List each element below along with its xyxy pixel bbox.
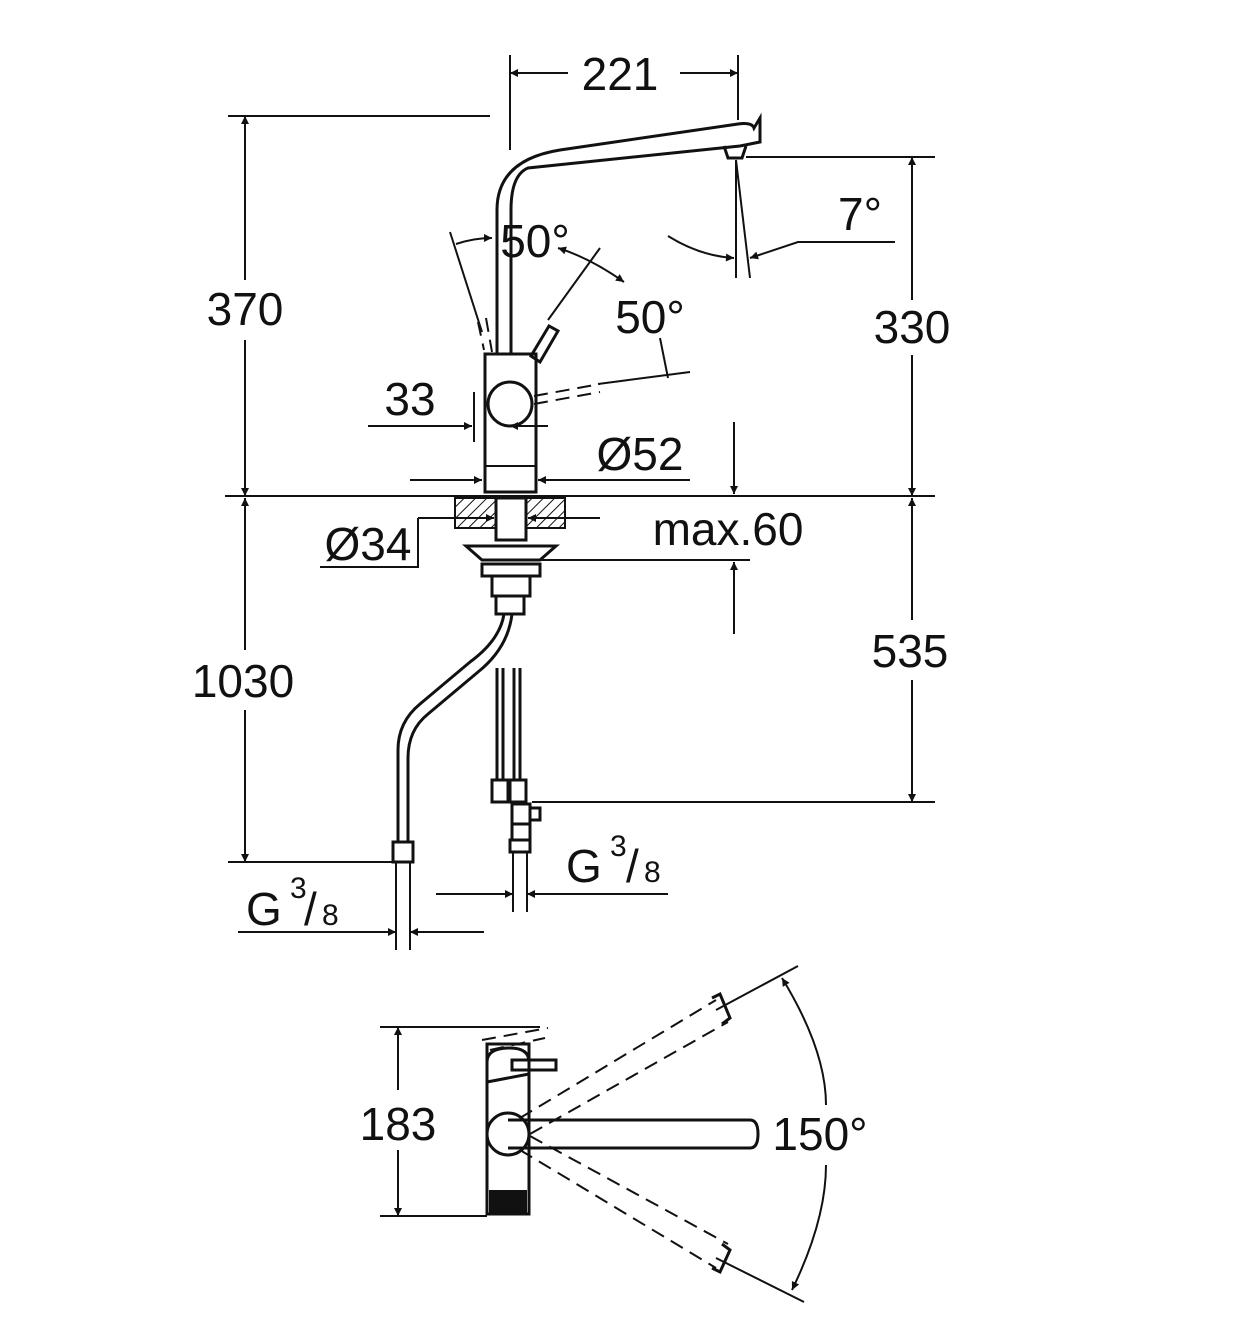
plan-spout-alt-upper xyxy=(519,999,729,1135)
dim-thread-left: G 3 / 8 xyxy=(238,872,484,936)
dim-thread-right: G 3 / 8 xyxy=(436,830,668,898)
label-hose-length: 1030 xyxy=(192,655,294,707)
plan-body xyxy=(481,1027,558,1216)
label-lever-angle-left: 50° xyxy=(500,215,570,267)
label-thread-left-slash: / xyxy=(304,883,317,935)
dim-spout-reach: 221 xyxy=(509,48,739,150)
label-spout-height: 330 xyxy=(874,301,951,353)
lever-alt-left xyxy=(477,317,493,353)
lever-pivot xyxy=(486,380,534,428)
label-thread-left-den: 8 xyxy=(322,899,339,932)
dim-spout-angle: 7° xyxy=(667,159,895,279)
dim-swivel-angle: 150° xyxy=(715,965,868,1303)
elevation-view: 221 370 330 7° 50° xyxy=(192,48,951,950)
dim-spout-height: 330 xyxy=(746,156,951,496)
faucet-body xyxy=(477,112,762,494)
below-deck-assembly xyxy=(391,496,566,950)
dim-shank-diameter: Ø34 xyxy=(320,514,600,570)
label-plan-depth: 183 xyxy=(360,1098,437,1150)
label-thread-left-num: 3 xyxy=(290,872,307,905)
dim-max-deck: max.60 xyxy=(540,422,803,634)
plan-view: 183 150° xyxy=(360,965,868,1303)
plan-spout-alt-lower xyxy=(519,1135,729,1269)
dim-lever-angle-right: 50° xyxy=(547,246,691,385)
lever-alt-right xyxy=(533,383,601,405)
label-thread-left-g: G xyxy=(246,883,282,935)
supply-pipe-right xyxy=(495,668,522,780)
label-swivel-angle: 150° xyxy=(772,1108,867,1160)
label-lever-angle-right: 50° xyxy=(615,291,685,343)
label-spout-angle: 7° xyxy=(838,188,882,240)
label-thread-right-num: 3 xyxy=(610,830,627,863)
label-thread-right-g: G xyxy=(566,840,602,892)
label-below-deck: 535 xyxy=(872,625,949,677)
label-max-deck: max.60 xyxy=(653,503,804,555)
spout-pipe xyxy=(495,112,762,354)
label-body-diameter: Ø52 xyxy=(597,428,684,480)
label-total-height: 370 xyxy=(207,283,284,335)
dim-plan-depth: 183 xyxy=(360,1026,540,1217)
label-thread-right-slash: / xyxy=(626,840,639,892)
dim-total-height: 370 xyxy=(207,115,490,496)
plan-spout xyxy=(508,1118,760,1150)
spout-aerator xyxy=(722,145,748,160)
label-spout-reach: 221 xyxy=(582,48,659,100)
dim-lever-offset: 33 xyxy=(368,373,548,442)
dim-below-deck: 535 xyxy=(532,498,949,803)
dim-body-diameter: Ø52 xyxy=(410,428,690,484)
label-lever-offset: 33 xyxy=(384,373,435,425)
lever-handle xyxy=(528,323,561,365)
label-shank-diameter: Ø34 xyxy=(325,518,412,570)
label-thread-right-den: 8 xyxy=(644,856,661,889)
dim-hose-length: 1030 xyxy=(192,498,393,863)
flex-hose-left xyxy=(396,613,514,842)
